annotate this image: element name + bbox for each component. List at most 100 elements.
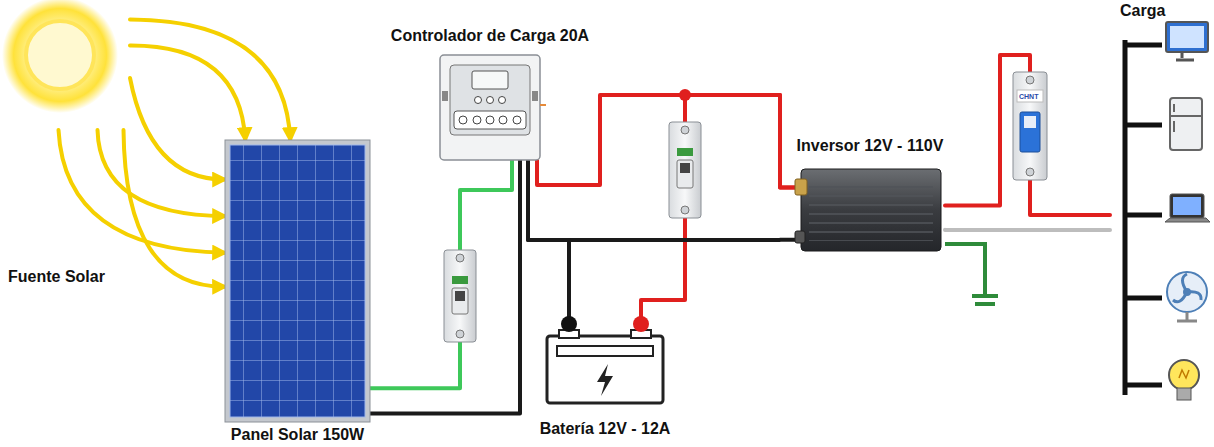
component-node: Panel Solar 150W [225,140,370,422]
load-illustration [1110,0,1214,420]
controller-illustration [454,111,526,129]
circuit-breaker [669,122,701,218]
circuit-breaker [681,206,689,214]
sun-illustration [2,0,118,113]
load-illustration [1177,312,1197,321]
component-label: Batería 12V - 12A [540,420,671,438]
ground-symbol [945,244,998,304]
battery-illustration [633,316,649,332]
wire [370,160,520,414]
component-label: Inversor 12V - 110V [797,137,944,155]
circuit-breaker [444,250,476,342]
battery-illustration [545,320,665,405]
wire [528,160,795,240]
component-node: Carga [1110,0,1214,420]
load-illustration [1165,218,1210,222]
sun-illustration [0,0,130,130]
load-illustration [1177,388,1191,400]
load-illustration [1170,104,1202,132]
load-illustration [1173,197,1201,215]
panel-illustration [225,140,370,422]
circuit-breaker [681,126,689,134]
wire [945,55,1110,215]
sunlight-arrow [130,78,225,179]
ground-symbol [945,244,985,296]
load-illustration [1170,194,1204,218]
load-illustration [1170,98,1202,150]
panel-illustration [225,140,370,422]
brand-label: CHNT [1019,93,1038,100]
wire [528,160,569,320]
sunlight-arrow [98,130,226,216]
component-node: Controlador de Carga 20A [440,55,540,160]
circuit-breaker [444,250,476,342]
ground-symbol [972,296,998,304]
component-node: Batería 12V - 12A [545,320,665,405]
load-illustration [1167,272,1207,312]
circuit-breaker [455,291,465,301]
load-illustration [1166,22,1208,52]
component-node: Fuente Solar [0,0,130,130]
controller-illustration [486,116,494,124]
load-illustration [1125,45,1162,385]
component-label: Panel Solar 150W [231,426,364,444]
inverter-illustration [809,179,933,241]
controller-illustration [487,97,494,104]
load-illustration [1169,360,1199,390]
battery-illustration [561,316,577,332]
junction-dot [679,89,691,101]
component-label: Controlador de Carga 20A [391,27,589,45]
controller-illustration [499,97,506,104]
circuit-breaker [1026,76,1034,84]
sun-illustration [26,21,94,89]
circuit-breaker [1024,116,1036,128]
component-node: Inversor 12V - 110V [795,165,945,255]
circuit-breaker [1013,72,1047,180]
circuit-breaker [1013,72,1047,180]
circuit-breaker [1026,168,1034,176]
controller-illustration [513,116,521,124]
circuit-breaker [452,288,468,314]
panel-illustration [230,145,365,417]
controller-illustration [472,71,508,89]
wire [537,95,795,188]
circuit-breaker [456,330,464,338]
controller-illustration [440,55,540,160]
circuit-breaker [669,122,701,218]
component-label: Carga [1120,2,1165,20]
inverter-illustration [795,231,805,243]
controller-illustration [499,116,507,124]
load-illustration [1173,274,1201,302]
controller-illustration [532,91,538,101]
circuit-breaker [677,160,693,188]
sunlight-arrow [130,45,245,140]
load-illustration [1170,26,1204,48]
controller-illustration [475,97,482,104]
circuit-breaker [677,148,693,156]
controller-illustration [540,104,546,106]
circuit-breaker [456,254,464,262]
circuit-breaker [452,276,468,284]
component-label: Fuente Solar [8,268,105,286]
battery-illustration [557,346,653,356]
load-illustration [1176,52,1194,60]
sunlight-arrow [124,130,226,287]
battery-illustration [547,336,663,403]
circuit-breaker [1017,90,1043,102]
inverter-illustration [795,165,945,255]
circuit-breaker [680,163,690,173]
load-illustration [1179,370,1189,378]
controller-illustration [450,65,530,135]
wire [370,160,512,388]
sunlight-arrow [130,20,290,141]
wire [945,228,1110,232]
controller-illustration [442,91,448,101]
controller-illustration [473,116,481,124]
wire [641,95,795,320]
inverter-illustration [795,179,807,195]
inverter-illustration [801,169,941,251]
battery-illustration [597,364,613,396]
controller-illustration [440,55,540,160]
circuit-breaker [1020,112,1040,152]
controller-illustration [459,116,467,124]
